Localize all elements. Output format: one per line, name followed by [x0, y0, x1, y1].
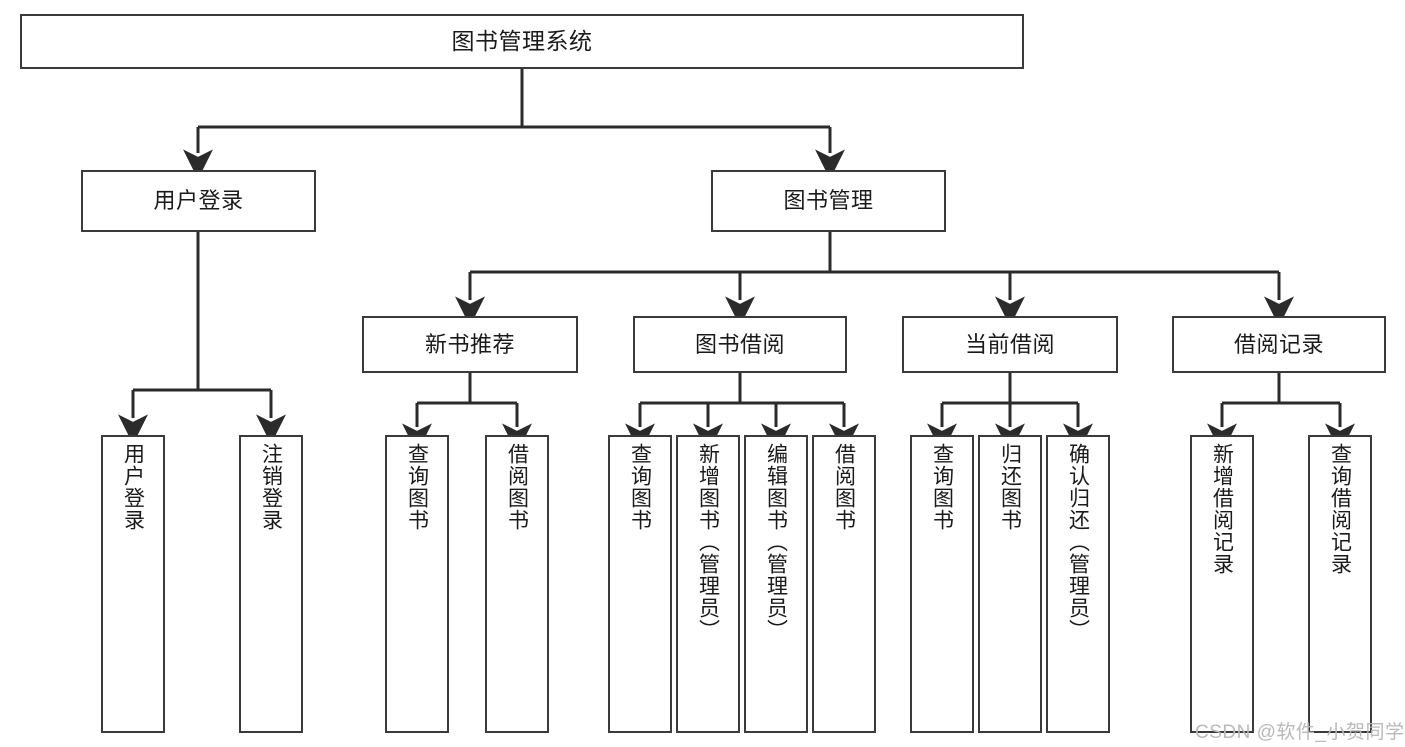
node-root-label: 图书管理系统 — [451, 27, 593, 54]
leaf-record-add-record[interactable]: 新增借阅记录 — [1190, 435, 1254, 733]
node-borrow-record[interactable]: 借阅记录 — [1172, 316, 1386, 373]
leaf-label: 新增图书（管理员） — [696, 443, 720, 641]
leaf-label: 查询借阅记录 — [1328, 443, 1352, 575]
node-book-borrow[interactable]: 图书借阅 — [633, 316, 847, 373]
node-book-management[interactable]: 图书管理 — [711, 170, 946, 232]
leaf-current-confirm-return-admin[interactable]: 确认归还（管理员） — [1046, 435, 1110, 733]
leaf-borrow-query-book[interactable]: 查询图书 — [608, 435, 672, 733]
leaf-label: 编辑图书（管理员） — [764, 443, 788, 641]
leaf-label: 新增借阅记录 — [1210, 443, 1234, 575]
leaf-borrow-edit-book-admin[interactable]: 编辑图书（管理员） — [744, 435, 808, 733]
node-current-borrow[interactable]: 当前借阅 — [902, 316, 1118, 373]
leaf-record-query-record[interactable]: 查询借阅记录 — [1308, 435, 1372, 733]
leaf-label: 注销登录 — [259, 443, 283, 531]
leaf-new-book-query[interactable]: 查询图书 — [385, 435, 449, 733]
node-current-borrow-label: 当前借阅 — [964, 331, 1055, 357]
leaf-label: 归还图书 — [998, 443, 1022, 531]
leaf-borrow-borrow-book[interactable]: 借阅图书 — [812, 435, 876, 733]
leaf-label: 借阅图书 — [505, 443, 529, 531]
leaf-new-book-borrow[interactable]: 借阅图书 — [485, 435, 549, 733]
leaf-borrow-add-book-admin[interactable]: 新增图书（管理员） — [676, 435, 740, 733]
node-new-book-recommend-label: 新书推荐 — [424, 331, 515, 357]
node-user-login-label: 用户登录 — [153, 188, 244, 214]
leaf-label: 查询图书 — [930, 443, 954, 531]
leaf-current-return-book[interactable]: 归还图书 — [978, 435, 1042, 733]
csdn-watermark: CSDN @软件_小贺同学 — [1195, 722, 1405, 743]
node-new-book-recommend[interactable]: 新书推荐 — [362, 316, 578, 373]
node-user-login[interactable]: 用户登录 — [81, 170, 316, 232]
node-book-management-label: 图书管理 — [783, 188, 874, 214]
leaf-user-login-logout[interactable]: 注销登录 — [239, 435, 303, 733]
leaf-label: 确认归还（管理员） — [1066, 443, 1090, 641]
leaf-label: 用户登录 — [121, 443, 145, 531]
node-borrow-record-label: 借阅记录 — [1233, 331, 1324, 357]
node-root-book-management-system[interactable]: 图书管理系统 — [20, 14, 1024, 69]
leaf-label: 借阅图书 — [832, 443, 856, 531]
leaf-label: 查询图书 — [628, 443, 652, 531]
node-book-borrow-label: 图书借阅 — [694, 331, 785, 357]
leaf-current-query-book[interactable]: 查询图书 — [910, 435, 974, 733]
leaf-user-login-login[interactable]: 用户登录 — [101, 435, 165, 733]
leaf-label: 查询图书 — [405, 443, 429, 531]
